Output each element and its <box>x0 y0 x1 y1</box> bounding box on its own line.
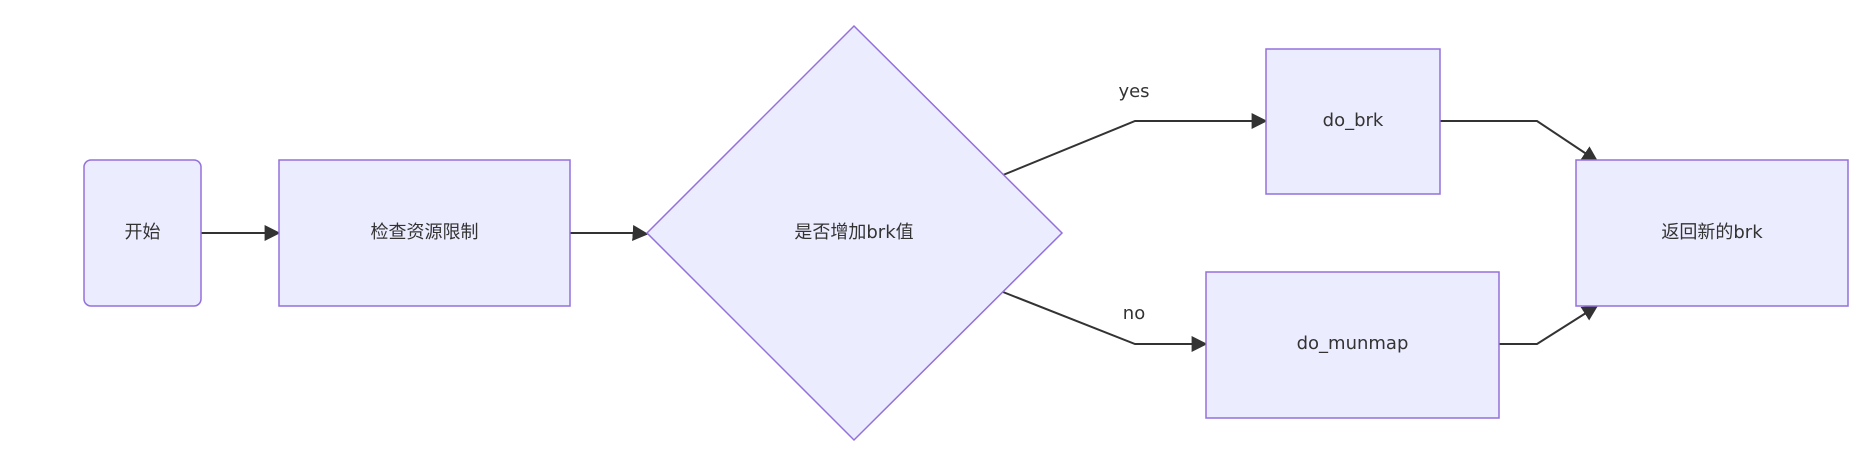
check-limits-node-box <box>278 159 571 307</box>
edge-do-brk-to-return <box>1440 120 1599 162</box>
decision-diamond <box>645 24 1064 442</box>
edge-label-yes: yes <box>1118 81 1149 102</box>
edges <box>201 113 1599 352</box>
node-start: 开始 <box>83 159 202 307</box>
check-limits-node-label: 检查资源限制 <box>371 222 479 243</box>
node-return-brk: 返回新的brk <box>1575 159 1849 307</box>
return-brk-node-box <box>1575 159 1849 307</box>
node-decision: 是否增加brk值 <box>645 24 1064 442</box>
do-brk-node-label: do_brk <box>1323 110 1384 131</box>
edge-label-no: no <box>1123 303 1145 324</box>
edge-decision-to-do-brk <box>1002 113 1268 176</box>
edge-do-munmap-to-return <box>1499 305 1599 345</box>
node-check-limits: 检查资源限制 <box>278 159 571 307</box>
decision-node-label: 是否增加brk值 <box>794 222 913 243</box>
edge-labels: yes no <box>1118 81 1149 324</box>
edge-check-to-decision <box>570 224 649 241</box>
edge-decision-to-do-munmap <box>1002 291 1208 352</box>
start-node-label: 开始 <box>125 222 161 243</box>
do-brk-node-box <box>1265 48 1441 195</box>
start-node-box <box>83 159 202 307</box>
node-do-brk: do_brk <box>1265 48 1441 195</box>
do-munmap-node-box <box>1205 271 1500 419</box>
do-munmap-node-label: do_munmap <box>1297 333 1409 354</box>
return-brk-node-label: 返回新的brk <box>1661 222 1763 243</box>
node-do-munmap: do_munmap <box>1205 271 1500 419</box>
